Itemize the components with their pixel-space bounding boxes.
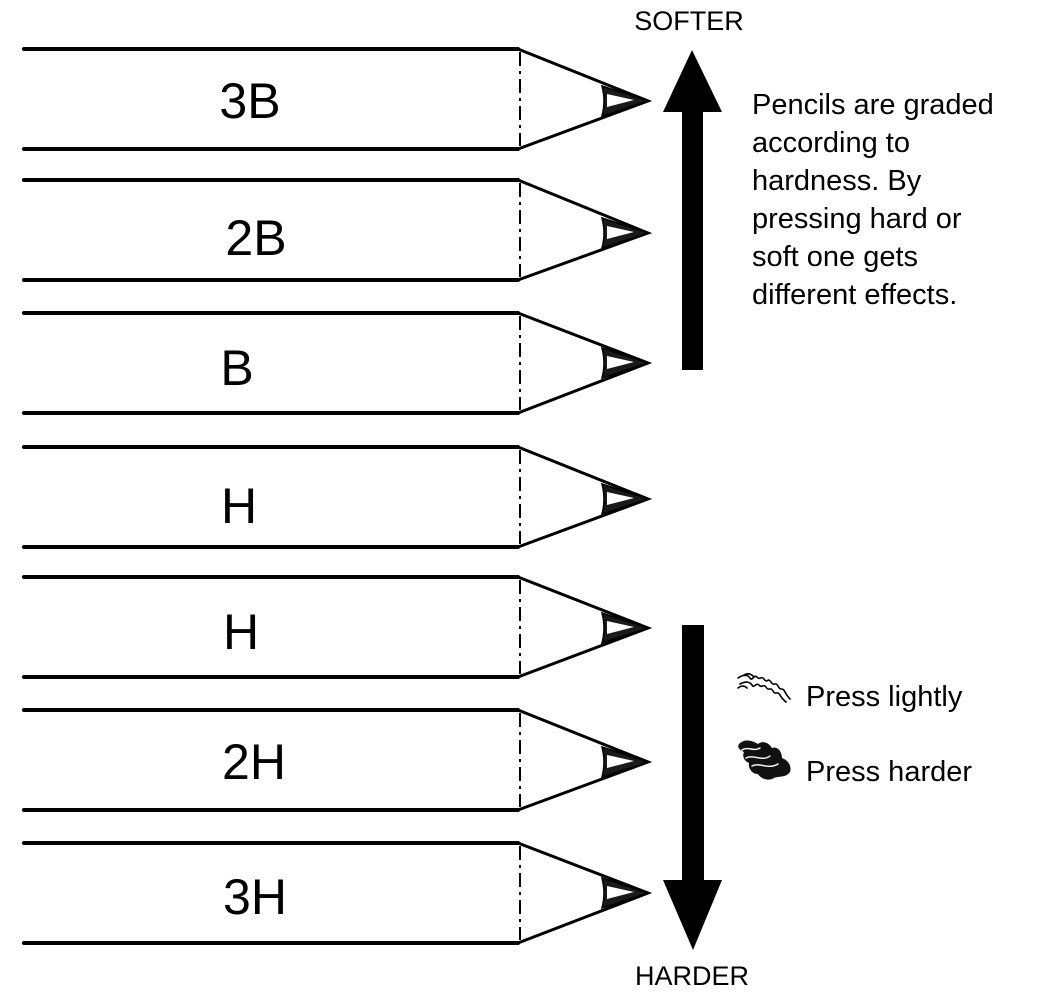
pencil-grade-label: H [220, 478, 258, 534]
harder-arrow-shaft [682, 625, 704, 895]
pencil-grade-label: 2H [222, 734, 286, 790]
pencil-lead-highlight [607, 226, 634, 239]
pencil [22, 311, 653, 415]
pencil [22, 47, 653, 151]
pencil-grade-label: B [220, 340, 254, 396]
softer-label: SOFTER [634, 6, 744, 36]
pencil [22, 178, 653, 282]
pencil-lead-highlight [607, 94, 634, 107]
pencil [22, 575, 653, 679]
softer-arrow-head [663, 50, 722, 112]
pencil [22, 841, 653, 945]
pencil [22, 708, 653, 812]
pencil-lead-highlight [607, 356, 634, 369]
pencil [22, 445, 653, 549]
grading-note: Pencils are graded according to hardness… [752, 89, 994, 311]
pencil-grade-label: 2B [225, 210, 287, 266]
harder-arrow-head [663, 880, 722, 950]
softer-arrow-shaft [682, 100, 703, 370]
light-scribble-icon [737, 673, 791, 703]
pencil-grade-label: 3H [223, 869, 287, 925]
pencil-grade-label: H [222, 604, 260, 660]
pencil-grade-label: 3B [219, 73, 281, 129]
press-harder-label: Press harder [806, 756, 973, 788]
pencil-lead-highlight [607, 492, 634, 505]
harder-label: HARDER [634, 961, 750, 991]
hard-scribble-icon [738, 740, 791, 780]
pencil-lead-highlight [607, 886, 634, 899]
pencil-lead-highlight [607, 621, 634, 634]
press-lightly-label: Press lightly [806, 681, 963, 713]
pencil-lead-highlight [607, 755, 634, 768]
